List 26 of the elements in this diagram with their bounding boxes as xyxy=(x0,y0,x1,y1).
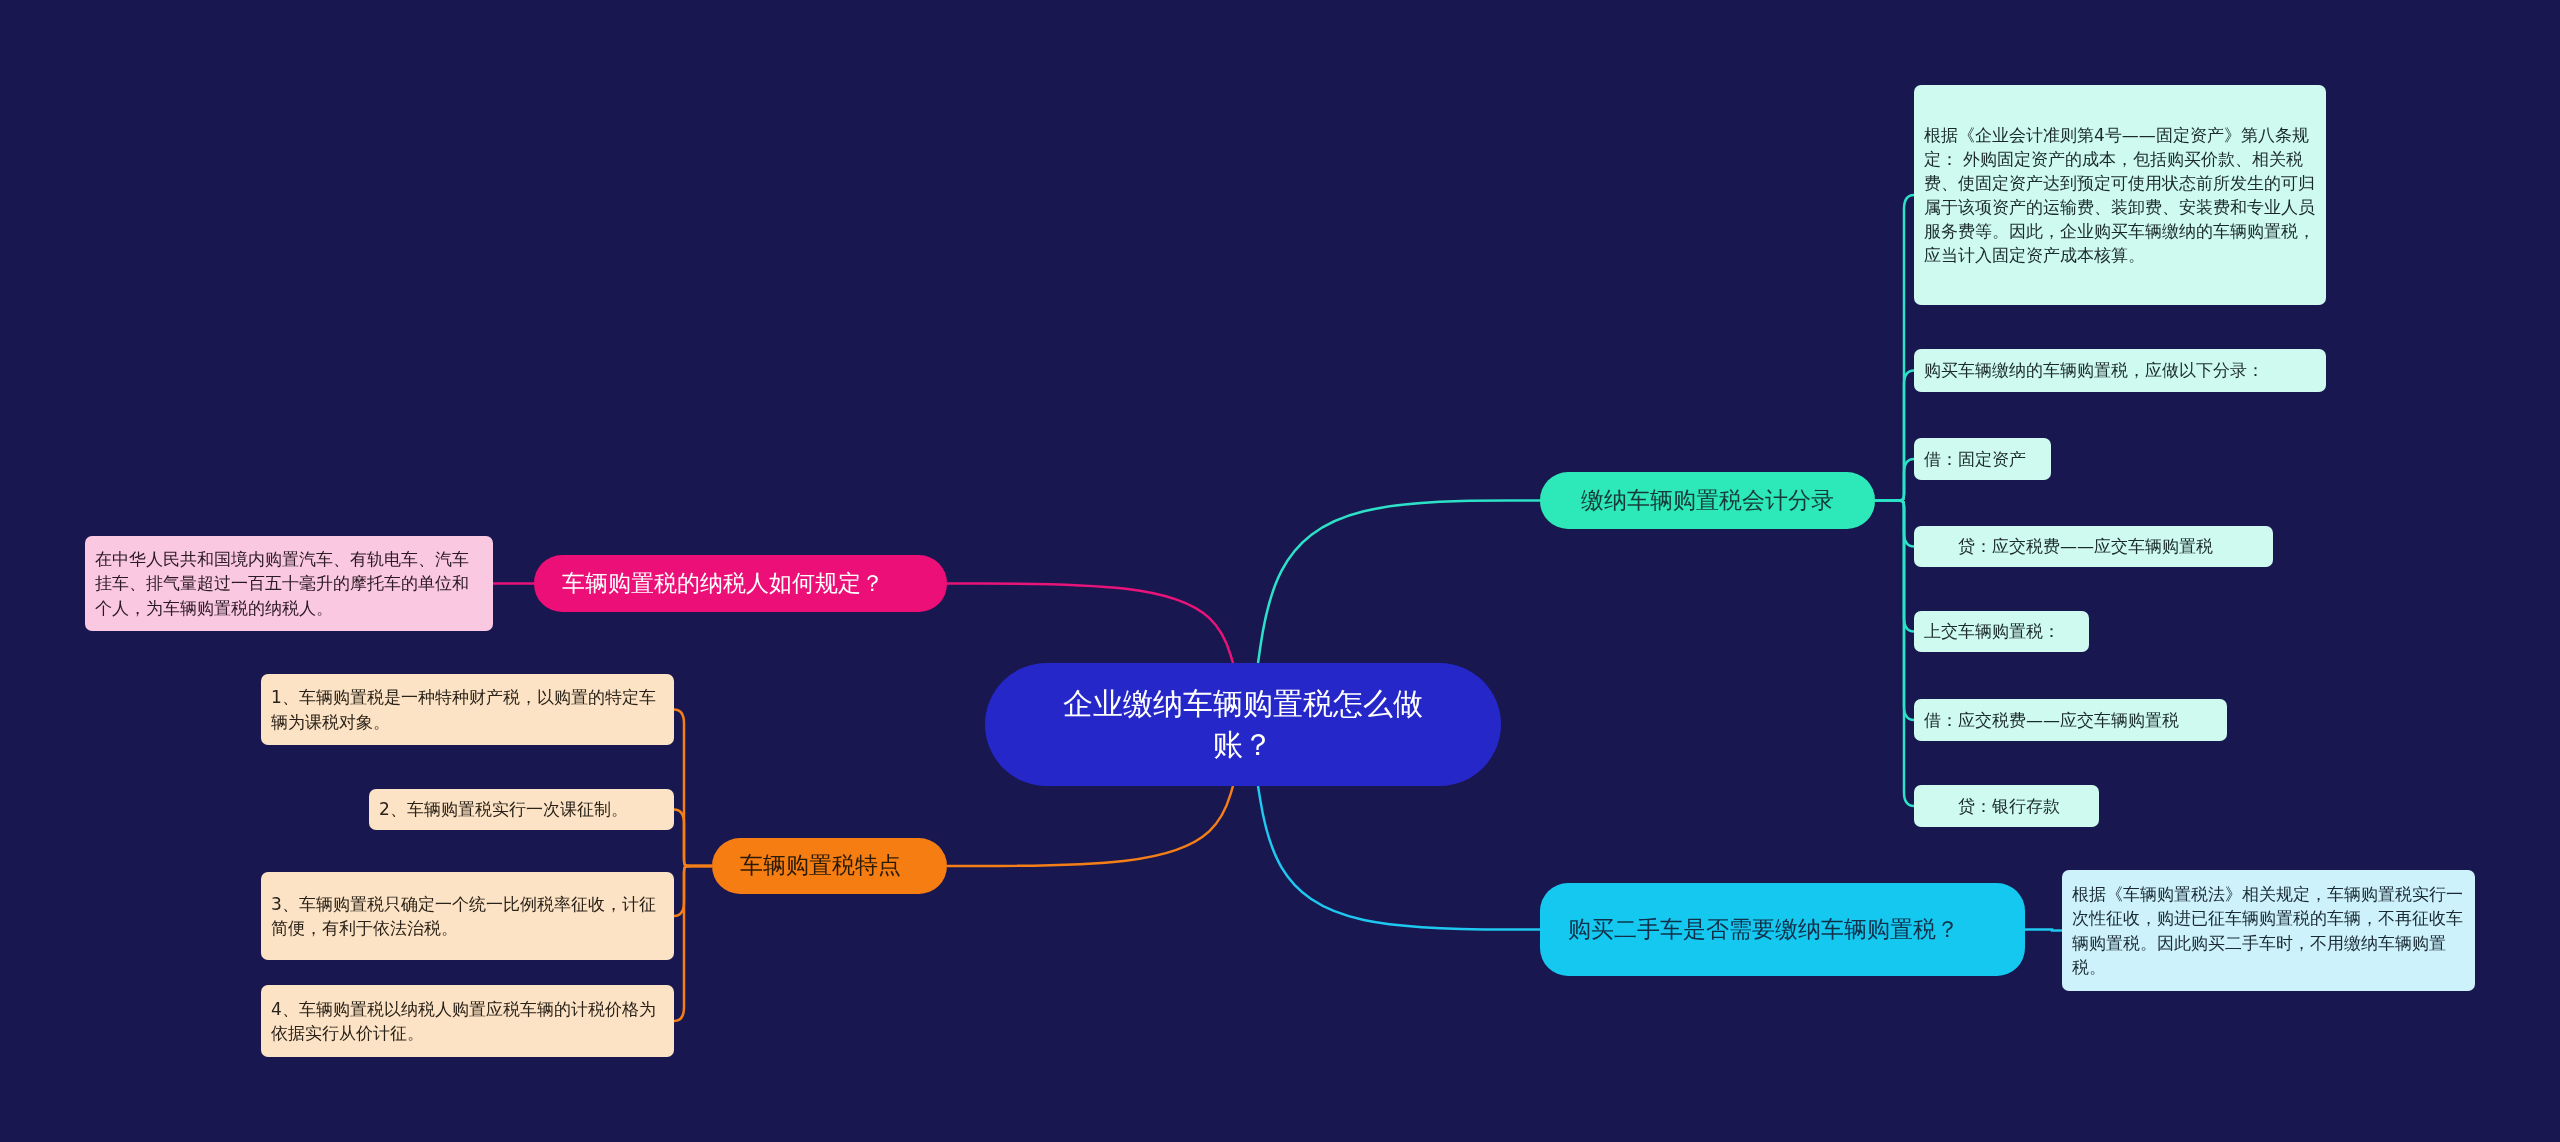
topic-card: 在中华人民共和国境内购置汽车、有轨电车、汽车挂车、排气量超过一百五十毫升的摩托车的单位和个人，为车辆购置税的纳税人。 xyxy=(85,536,493,631)
central-topic: 企业缴纳车辆购置税怎么做账？ xyxy=(985,663,1501,786)
topic-card: 上交车辆购置税： xyxy=(1914,611,2089,652)
connector-line xyxy=(493,582,534,585)
connector-line xyxy=(1875,499,1915,808)
branch-topic: 缴纳车辆购置税会计分录 xyxy=(1540,472,1875,529)
connector-line xyxy=(2025,928,2062,932)
branch-topic: 购买二手车是否需要缴纳车辆购置税？ xyxy=(1540,883,2025,976)
branch-topic: 车辆购置税特点 xyxy=(712,838,947,894)
topic-card: 2、车辆购置税实行一次课征制。 xyxy=(369,789,674,830)
connector-line xyxy=(673,864,712,1023)
connector-line xyxy=(1256,499,1540,664)
topic-card: 贷：应交税费——应交车辆购置税 xyxy=(1914,526,2273,567)
connector-line xyxy=(947,785,1235,868)
topic-card: 借：固定资产 xyxy=(1914,438,2051,480)
topic-card: 4、车辆购置税以纳税人购置应税车辆的计税价格为依据实行从价计征。 xyxy=(261,985,674,1057)
connector-line xyxy=(1256,785,1540,931)
topic-card: 贷：银行存款 xyxy=(1914,785,2099,827)
connector-line xyxy=(947,582,1235,664)
topic-card: 根据《企业会计准则第4号——固定资产》第八条规定： 外购固定资产的成本，包括购买价款、相关税费、使固定资产达到预定可使用状态前所发生的可归属于该项资产的运输费、装卸费、安装费和专业人员服务费等。因此，企业购买车辆缴纳的车辆购置税，应当计入固定资产成本核算。 xyxy=(1914,85,2326,305)
topic-card: 根据《车辆购置税法》相关规定，车辆购置税实行一次性征收，购进已征车辆购置税的车辆，不再征收车辆购置税。因此购买二手车时，不用缴纳车辆购置税。 xyxy=(2062,870,2475,991)
topic-card: 3、车辆购置税只确定一个统一比例税率征收，计征简便，有利于依法治税。 xyxy=(261,872,674,960)
topic-card: 借：应交税费——应交车辆购置税 xyxy=(1914,699,2227,741)
topic-card: 1、车辆购置税是一种特种财产税，以购置的特定车辆为课税对象。 xyxy=(261,674,674,745)
branch-topic: 车辆购置税的纳税人如何规定？ xyxy=(534,555,947,612)
topic-card: 购买车辆缴纳的车辆购置税，应做以下分录： xyxy=(1914,349,2326,392)
